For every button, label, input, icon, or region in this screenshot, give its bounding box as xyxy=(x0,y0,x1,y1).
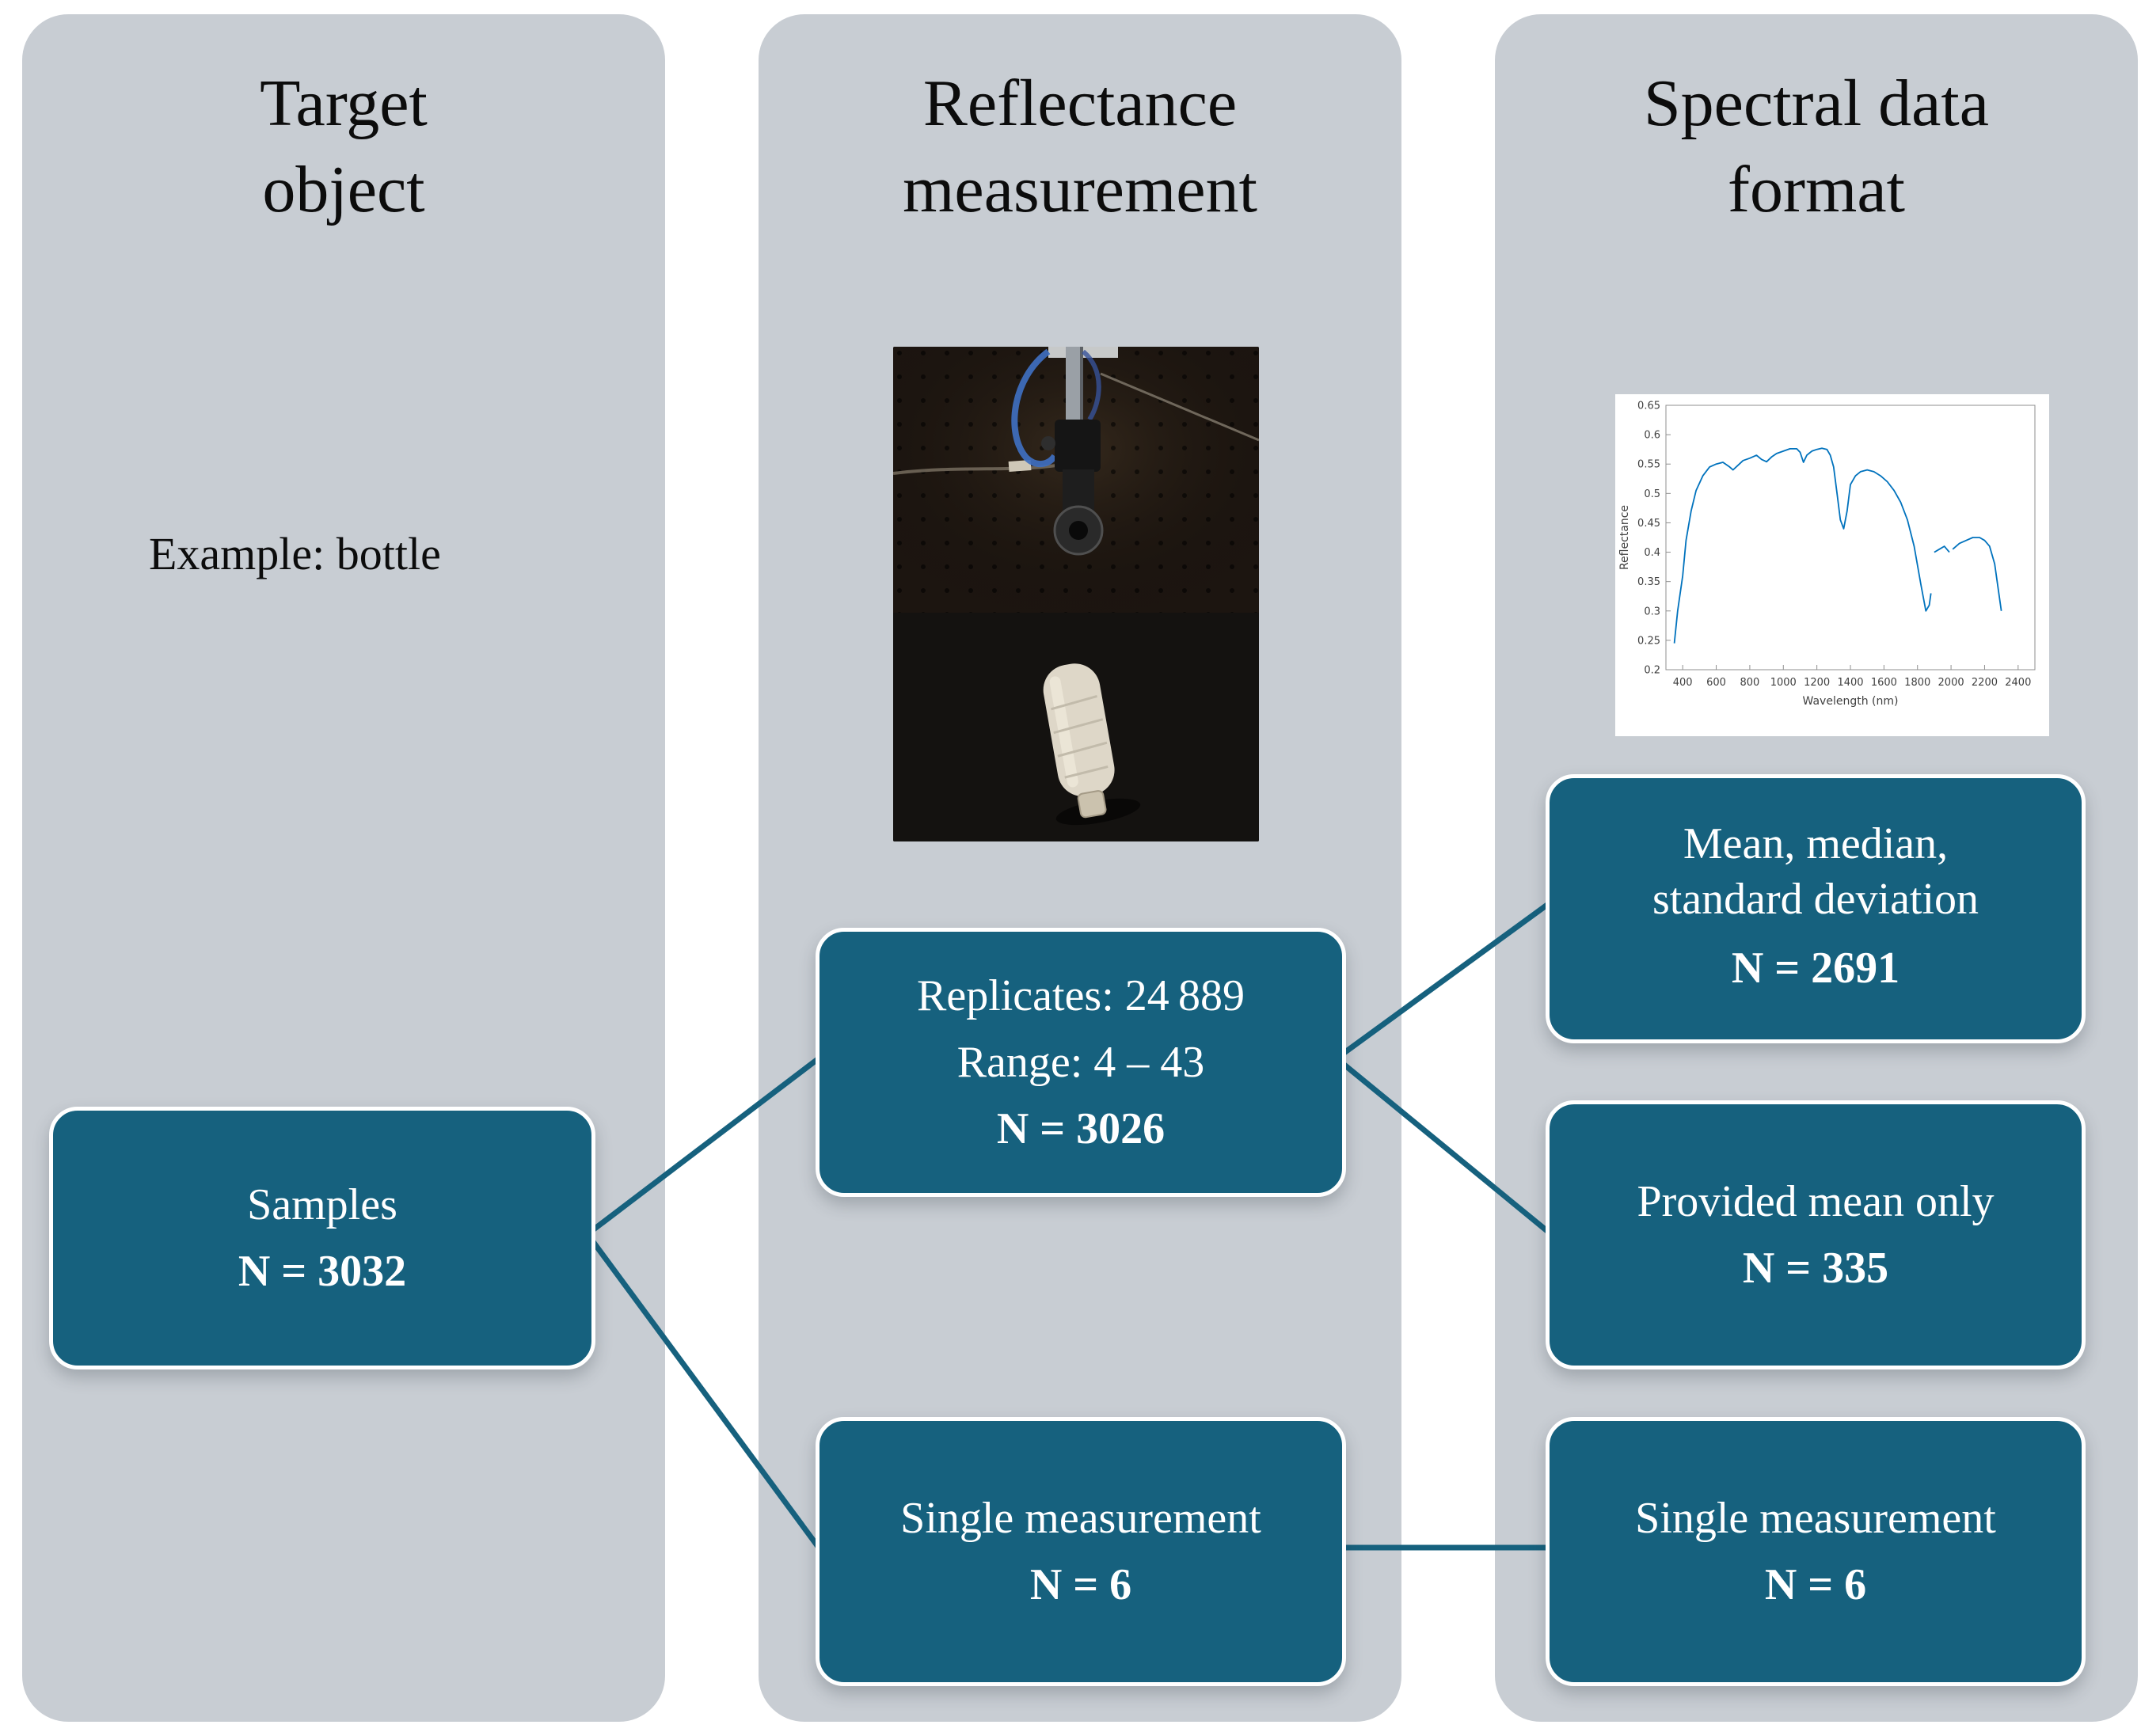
bottle-highlight xyxy=(1049,676,1078,788)
svg-text:2400: 2400 xyxy=(2005,677,2031,689)
single-measurement-box: Single measurement N = 6 xyxy=(816,1417,1346,1686)
example-label: Example: bottle xyxy=(149,528,441,579)
replicates-count: Replicates: 24 889 xyxy=(916,971,1245,1020)
svg-text:0.45: 0.45 xyxy=(1637,518,1660,530)
title-line: format xyxy=(1728,153,1905,227)
svg-text:0.2: 0.2 xyxy=(1644,665,1660,677)
single-format-n: N = 6 xyxy=(1764,1560,1867,1609)
svg-text:0.6: 0.6 xyxy=(1644,430,1660,442)
connector-replicates-provided xyxy=(1334,1056,1550,1233)
svg-text:Wavelength (nm): Wavelength (nm) xyxy=(1803,695,1899,708)
single-measurement-format-box: Single measurement N = 6 xyxy=(1546,1417,2086,1686)
svg-text:2200: 2200 xyxy=(1972,677,1998,689)
connector-samples-single xyxy=(585,1232,821,1550)
connector-replicates-mean xyxy=(1334,902,1550,1061)
svg-text:1400: 1400 xyxy=(1837,677,1863,689)
samples-count: N = 3032 xyxy=(238,1247,407,1296)
single-measurement-label: Single measurement xyxy=(900,1494,1261,1543)
svg-text:0.65: 0.65 xyxy=(1637,401,1660,412)
mean-label-line2: standard deviation xyxy=(1652,875,1979,924)
blue-cable-2 xyxy=(1081,349,1101,421)
sample-bottle xyxy=(1043,663,1141,826)
svg-text:800: 800 xyxy=(1740,677,1759,689)
panel-reflectance-measurement: Reflectance measurement xyxy=(759,14,1401,1722)
title-line: Target xyxy=(260,66,428,140)
thin-cable xyxy=(1100,372,1259,442)
reflectance-spectrum-svg: 0.2 0.25 0.3 0.35 0.4 0.45 0.5 0.55 0.6 0.65 400 60… xyxy=(1618,401,2036,708)
panel-title-target: Target object xyxy=(22,60,665,233)
title-line: object xyxy=(262,153,425,227)
panel-target-object: Target object Example: bottle Samples N … xyxy=(22,14,665,1722)
svg-text:0.5: 0.5 xyxy=(1644,488,1660,500)
svg-text:600: 600 xyxy=(1706,677,1726,689)
panel-title-measurement: Reflectance measurement xyxy=(759,60,1401,233)
title-line: Reflectance xyxy=(922,66,1238,140)
blue-fiber-cable xyxy=(1011,348,1058,467)
svg-text:1200: 1200 xyxy=(1804,677,1830,689)
measurement-setup-illustration xyxy=(893,347,1259,841)
provided-mean-only-box: Provided mean only N = 335 xyxy=(1546,1100,2086,1369)
post-shadow-edge xyxy=(1080,347,1083,427)
svg-text:0.55: 0.55 xyxy=(1637,459,1660,471)
title-line: Spectral data xyxy=(1643,66,1990,140)
svg-text:400: 400 xyxy=(1673,677,1693,689)
cable-connector xyxy=(1008,460,1032,472)
replicates-box: Replicates: 24 889 Range: 4 – 43 N = 302… xyxy=(816,928,1346,1197)
panel-title-format: Spectral data format xyxy=(1495,60,2138,233)
svg-text:0.3: 0.3 xyxy=(1644,606,1660,617)
metal-post xyxy=(1066,347,1083,427)
svg-text:1000: 1000 xyxy=(1770,677,1797,689)
samples-box: Samples N = 3032 xyxy=(49,1107,595,1369)
mean-label-line1: Mean, median, xyxy=(1683,819,1949,868)
reflectance-spectrum-chart: 0.2 0.25 0.3 0.35 0.4 0.45 0.5 0.55 0.6 0.65 400 60… xyxy=(1615,394,2049,736)
measurement-setup-photo xyxy=(893,347,1259,841)
svg-text:0.25: 0.25 xyxy=(1637,635,1660,647)
left-cable xyxy=(893,464,1057,475)
probe-aperture xyxy=(1069,521,1088,540)
samples-label: Samples xyxy=(247,1180,397,1229)
provided-mean-label: Provided mean only xyxy=(1637,1177,1995,1226)
mean-median-sd-box: Mean, median, standard deviation N = 269… xyxy=(1546,774,2086,1043)
connector-samples-replicates xyxy=(585,1056,821,1236)
svg-text:Reflectance: Reflectance xyxy=(1618,505,1631,570)
svg-text:1600: 1600 xyxy=(1871,677,1897,689)
bottle-cap xyxy=(1077,790,1107,819)
svg-text:1800: 1800 xyxy=(1904,677,1930,689)
single-measurement-n: N = 6 xyxy=(1029,1560,1132,1609)
svg-text:2000: 2000 xyxy=(1938,677,1964,689)
single-format-label: Single measurement xyxy=(1635,1494,1996,1543)
replicates-range: Range: 4 – 43 xyxy=(956,1038,1205,1087)
svg-text:0.35: 0.35 xyxy=(1637,576,1660,588)
svg-text:0.4: 0.4 xyxy=(1644,547,1660,559)
replicates-n: N = 3026 xyxy=(996,1104,1166,1153)
bottle-texture xyxy=(1051,695,1109,779)
mean-n: N = 2691 xyxy=(1731,944,1900,993)
clamp-block xyxy=(1055,420,1101,472)
title-line: measurement xyxy=(903,153,1257,227)
clamp-knob xyxy=(1041,436,1055,450)
provided-mean-n: N = 335 xyxy=(1742,1244,1889,1293)
